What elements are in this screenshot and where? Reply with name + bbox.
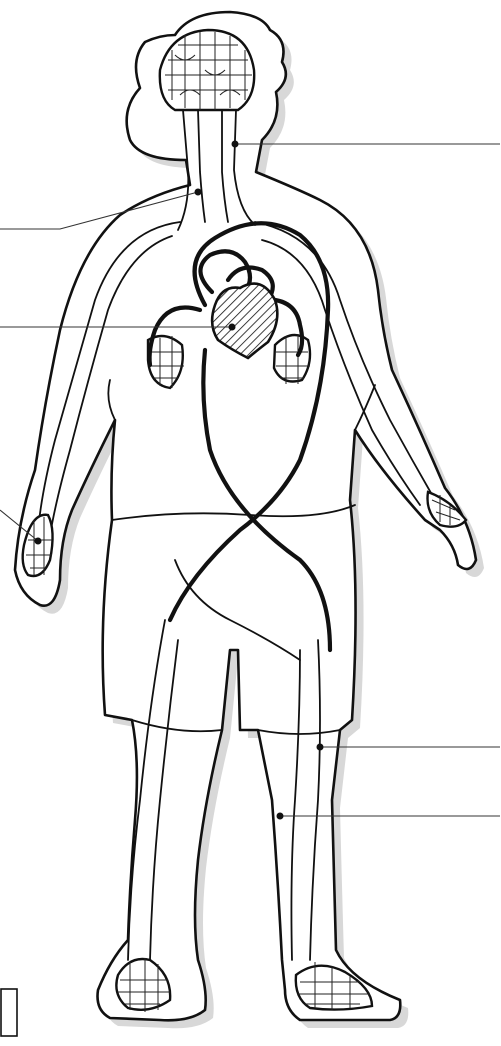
leader-dot-heart [229,324,236,331]
leader-dot-neck-vessel-left [195,189,202,196]
leader-dot-neck-vessel [232,141,239,148]
leader-dot-leg-vessel-a [317,744,324,751]
blank-label-box [1,989,17,1036]
leader-dot-hand-capillaries [35,538,42,545]
leader-dot-leg-vessel-b [277,813,284,820]
body-outline [15,12,476,1020]
